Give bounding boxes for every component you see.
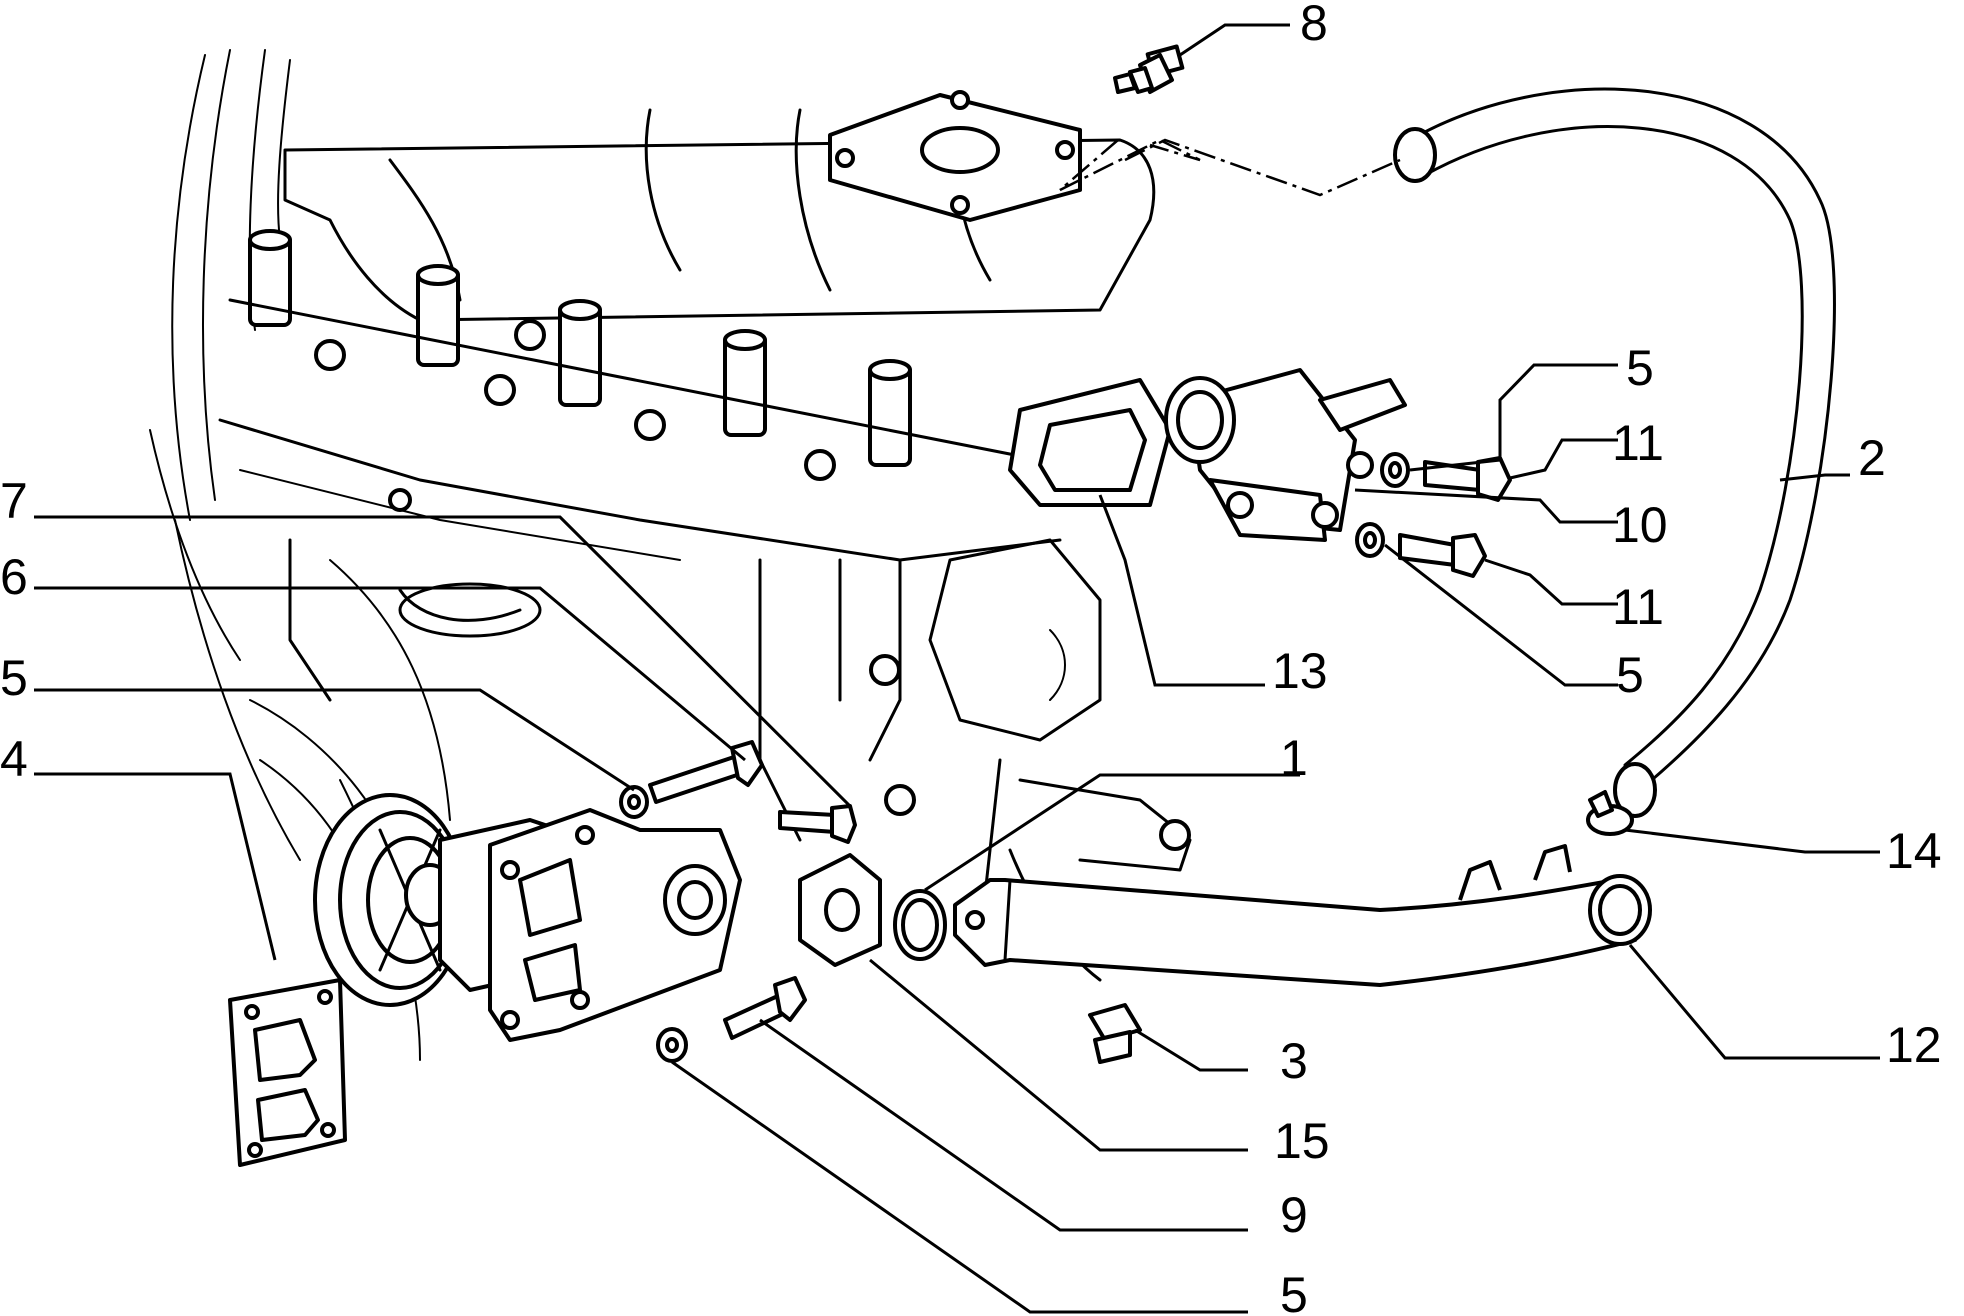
washer-part-5-upper bbox=[1380, 452, 1410, 488]
water-pipe-part-12 bbox=[953, 844, 1652, 987]
callout-12: 12 bbox=[1886, 1017, 1942, 1073]
hose-clamp-part-14 bbox=[1586, 790, 1634, 836]
bolt-part-7 bbox=[778, 804, 857, 844]
thermostat-housing-part-10 bbox=[1164, 368, 1407, 542]
callout-5-right: 5 bbox=[1616, 647, 1644, 703]
gasket-part-13 bbox=[1008, 378, 1172, 507]
callout-6: 6 bbox=[0, 549, 28, 605]
callout-15: 15 bbox=[1274, 1113, 1330, 1169]
callout-10: 10 bbox=[1612, 497, 1668, 553]
alignment-line-2 bbox=[1124, 138, 1401, 197]
bolt-part-9 bbox=[723, 976, 807, 1040]
plug-part-3 bbox=[1088, 1003, 1142, 1064]
callout-8: 8 bbox=[1300, 0, 1328, 51]
alignment-line bbox=[1059, 138, 1201, 192]
callout-11-upper: 11 bbox=[1612, 415, 1664, 471]
callout-5-bottom: 5 bbox=[1280, 1267, 1308, 1316]
washer-part-5-bottom bbox=[656, 1027, 688, 1063]
callout-5-left: 5 bbox=[0, 650, 28, 706]
callout-4: 4 bbox=[0, 731, 28, 787]
pump-gasket-part-4 bbox=[228, 978, 347, 1167]
o-ring-part-1 bbox=[893, 889, 947, 961]
bolt-part-11-upper bbox=[1423, 456, 1512, 502]
callout-3: 3 bbox=[1280, 1033, 1308, 1089]
washer-part-5-lower bbox=[1355, 522, 1385, 558]
callout-2: 2 bbox=[1858, 430, 1886, 486]
coolant-hose-part-2 bbox=[1393, 87, 1836, 818]
washer-part-5-left bbox=[619, 785, 649, 819]
callout-11-lower: 11 bbox=[1612, 579, 1664, 635]
flange-gasket-part-15 bbox=[798, 853, 882, 967]
callout-13: 13 bbox=[1272, 643, 1328, 699]
head-bolt-row bbox=[248, 229, 912, 467]
callout-5-upper: 5 bbox=[1626, 340, 1654, 396]
callout-9: 9 bbox=[1280, 1187, 1308, 1243]
callout-1: 1 bbox=[1280, 730, 1308, 786]
bolt-part-6 bbox=[648, 740, 764, 804]
water-pump-part-4 bbox=[313, 793, 742, 1042]
callout-14: 14 bbox=[1886, 823, 1942, 879]
callout-7: 7 bbox=[0, 473, 28, 529]
leader-lines bbox=[34, 23, 1880, 1314]
temperature-sensor-part-8 bbox=[1113, 44, 1185, 94]
bolt-part-11-lower bbox=[1398, 533, 1487, 578]
